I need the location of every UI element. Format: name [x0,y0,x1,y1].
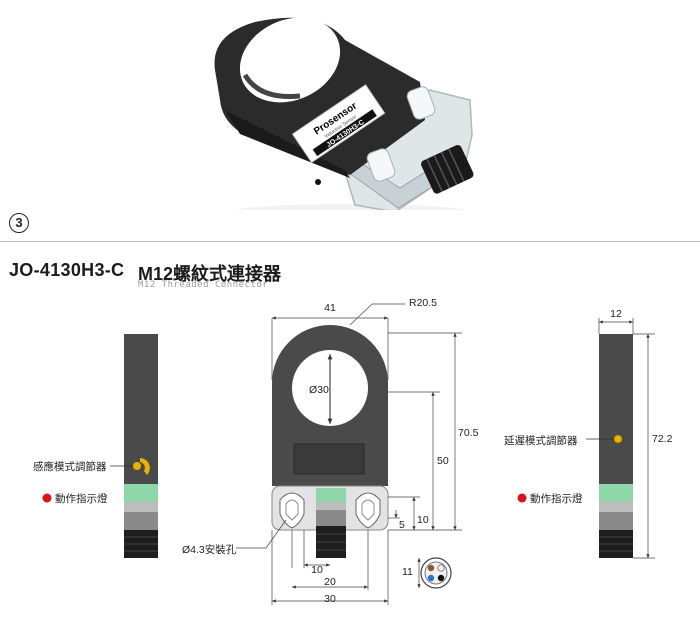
left-indicator-dot [42,493,52,503]
dim-base-width: 30 [324,593,336,605]
left-side-view [110,334,158,558]
dim-radius: R20.5 [409,297,438,309]
sensing-adjuster-icon [133,462,141,470]
mount-hole-label: Ø4.3安裝孔 [182,544,237,556]
technical-drawing [42,303,655,605]
dim-bore: Ø30 [309,384,329,396]
dim-center-height: 50 [437,455,449,467]
front-view [271,325,389,558]
dim-5: 5 [399,519,405,531]
section-number: 3 [9,213,29,233]
dim-connector-size: 11 [402,566,413,578]
right-side-view [586,334,633,558]
connector-title: M12螺紋式連接器 [138,264,282,284]
delay-adjuster-icon [613,434,623,444]
dim-thickness: 12 [610,308,622,320]
connector-subtitle: M12 Threaded Connector [138,280,269,290]
right-adjuster-label: 延遲模式調節器 [504,435,578,447]
right-indicator-dot [517,493,527,503]
dim-height: 70.5 [458,427,479,439]
model-title: JO-4130H3-C [9,260,125,280]
dim-hole-mid: 20 [324,576,336,588]
left-indicator-label: 動作指示燈 [55,493,108,505]
connector-pin-view [417,557,452,589]
dim-side-height: 72.2 [652,433,673,445]
dim-hole-inner: 10 [311,564,323,576]
section-divider [0,241,700,242]
product-photo: Prosensor Inductive Sensor JO-4130H3-C [214,17,474,210]
right-indicator-label: 動作指示燈 [530,493,583,505]
dim-side-10: 10 [417,514,429,526]
left-adjuster-label: 感應模式調節器 [33,461,107,473]
dim-width: 41 [324,302,336,314]
